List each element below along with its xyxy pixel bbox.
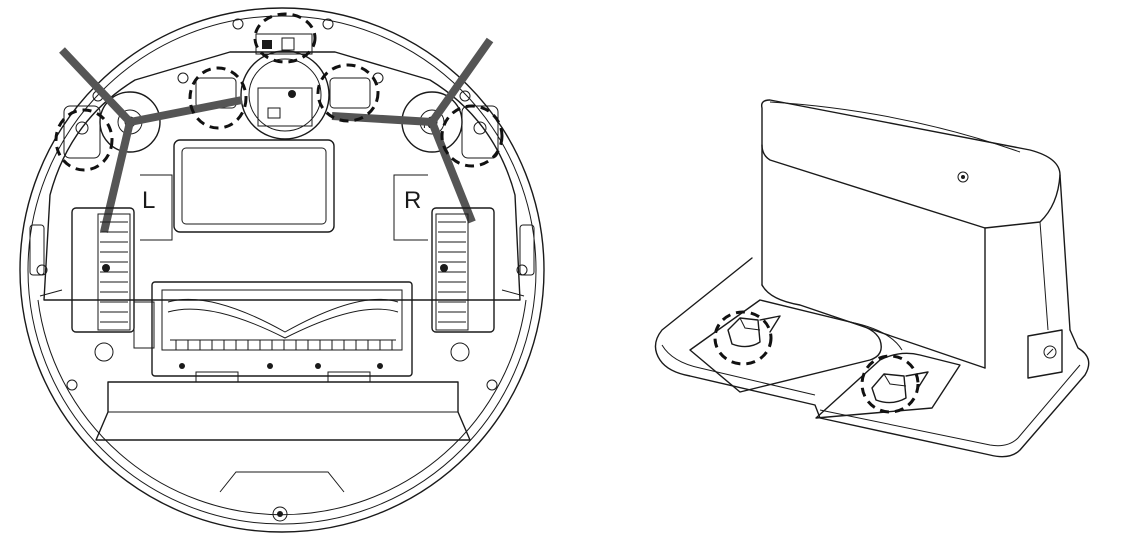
robot-bottom-view: R L R — [19, 7, 545, 533]
right-side-screw — [516, 264, 528, 276]
right-round-sensor — [450, 342, 470, 362]
dock-side-hook — [1027, 329, 1063, 379]
right-label-panel — [393, 174, 428, 241]
screw-top-right — [322, 18, 334, 30]
robot-body-outline — [43, 51, 521, 301]
dock-tower-right-edge — [1059, 174, 1071, 331]
bottom-screw — [272, 506, 288, 522]
dock-base-rim-left — [661, 344, 816, 396]
left-edge-line — [39, 289, 63, 297]
caster-clip — [267, 107, 281, 119]
left-round-sensor — [94, 342, 114, 362]
highlight-right-contact — [440, 104, 504, 168]
dock-cutout-curve — [849, 321, 903, 351]
dust-bin — [95, 381, 471, 441]
dock-tower-side-line — [1039, 221, 1049, 331]
highlight-left-contact — [54, 108, 114, 172]
left-lower-screw — [66, 379, 78, 391]
right-contact-block — [461, 105, 499, 159]
battery-cover-inner — [181, 147, 327, 225]
dock-tower-bottom-edge — [761, 284, 986, 369]
dock-base-outline — [654, 257, 1090, 458]
right-lower-screw — [486, 379, 498, 391]
bottom-notch — [219, 471, 345, 493]
right-contact-pin — [473, 121, 487, 135]
highlight-right-sensor — [316, 63, 380, 123]
cliff-sensor-right — [329, 77, 371, 109]
left-wheel-label: L — [142, 187, 155, 214]
left-label-panel — [140, 174, 173, 241]
bottom-screw-core — [277, 511, 283, 517]
left-side-bump — [29, 224, 45, 276]
caster-wheel-housing — [240, 50, 330, 140]
left-drive-wheel — [71, 207, 135, 333]
top-contact-pin — [262, 40, 272, 49]
caster-wheel-inner — [248, 58, 322, 132]
right-edge-line — [501, 289, 525, 297]
robot-inner-rim — [27, 15, 537, 525]
left-side-screw — [36, 264, 48, 276]
dock-right-pad — [815, 352, 961, 419]
dock-right-contact — [871, 371, 929, 404]
robot-highlights — [54, 12, 504, 172]
caster-axle — [288, 90, 296, 98]
dock-base-rim-right — [819, 364, 1081, 447]
right-side-bump — [519, 224, 535, 276]
roller-latch-right — [327, 371, 371, 383]
battery-cover — [173, 139, 335, 233]
highlight-top-contact — [253, 12, 317, 64]
dock-top-hole-core — [961, 175, 965, 179]
right-drive-wheel — [431, 207, 495, 333]
roller-end-cap-left — [133, 301, 155, 349]
caster-wheel-frame — [257, 87, 313, 127]
screw-top-left — [232, 18, 244, 30]
right-side-brush — [331, 37, 494, 224]
main-roller-brush — [133, 281, 413, 383]
dock-left-contact — [727, 315, 781, 348]
dock-top-edge — [769, 101, 1021, 153]
highlight-left-sensor — [188, 66, 248, 130]
roller-latch-left — [195, 371, 239, 383]
highlight-dock-right-contact — [860, 354, 920, 414]
dock-tower-top — [760, 99, 1061, 229]
dock-left-pad — [689, 299, 882, 393]
left-contact-pin — [75, 121, 89, 135]
charging-dock — [654, 99, 1090, 458]
robot-outer-rim — [19, 7, 545, 533]
screw-far-right — [459, 90, 471, 102]
screw-upper-left — [177, 72, 189, 84]
left-contact-block — [63, 105, 101, 159]
top-contact-socket — [281, 37, 295, 51]
right-wheel-label: R — [404, 187, 421, 214]
highlight-dock-left-contact — [713, 310, 773, 366]
dock-top-hole — [957, 171, 969, 183]
